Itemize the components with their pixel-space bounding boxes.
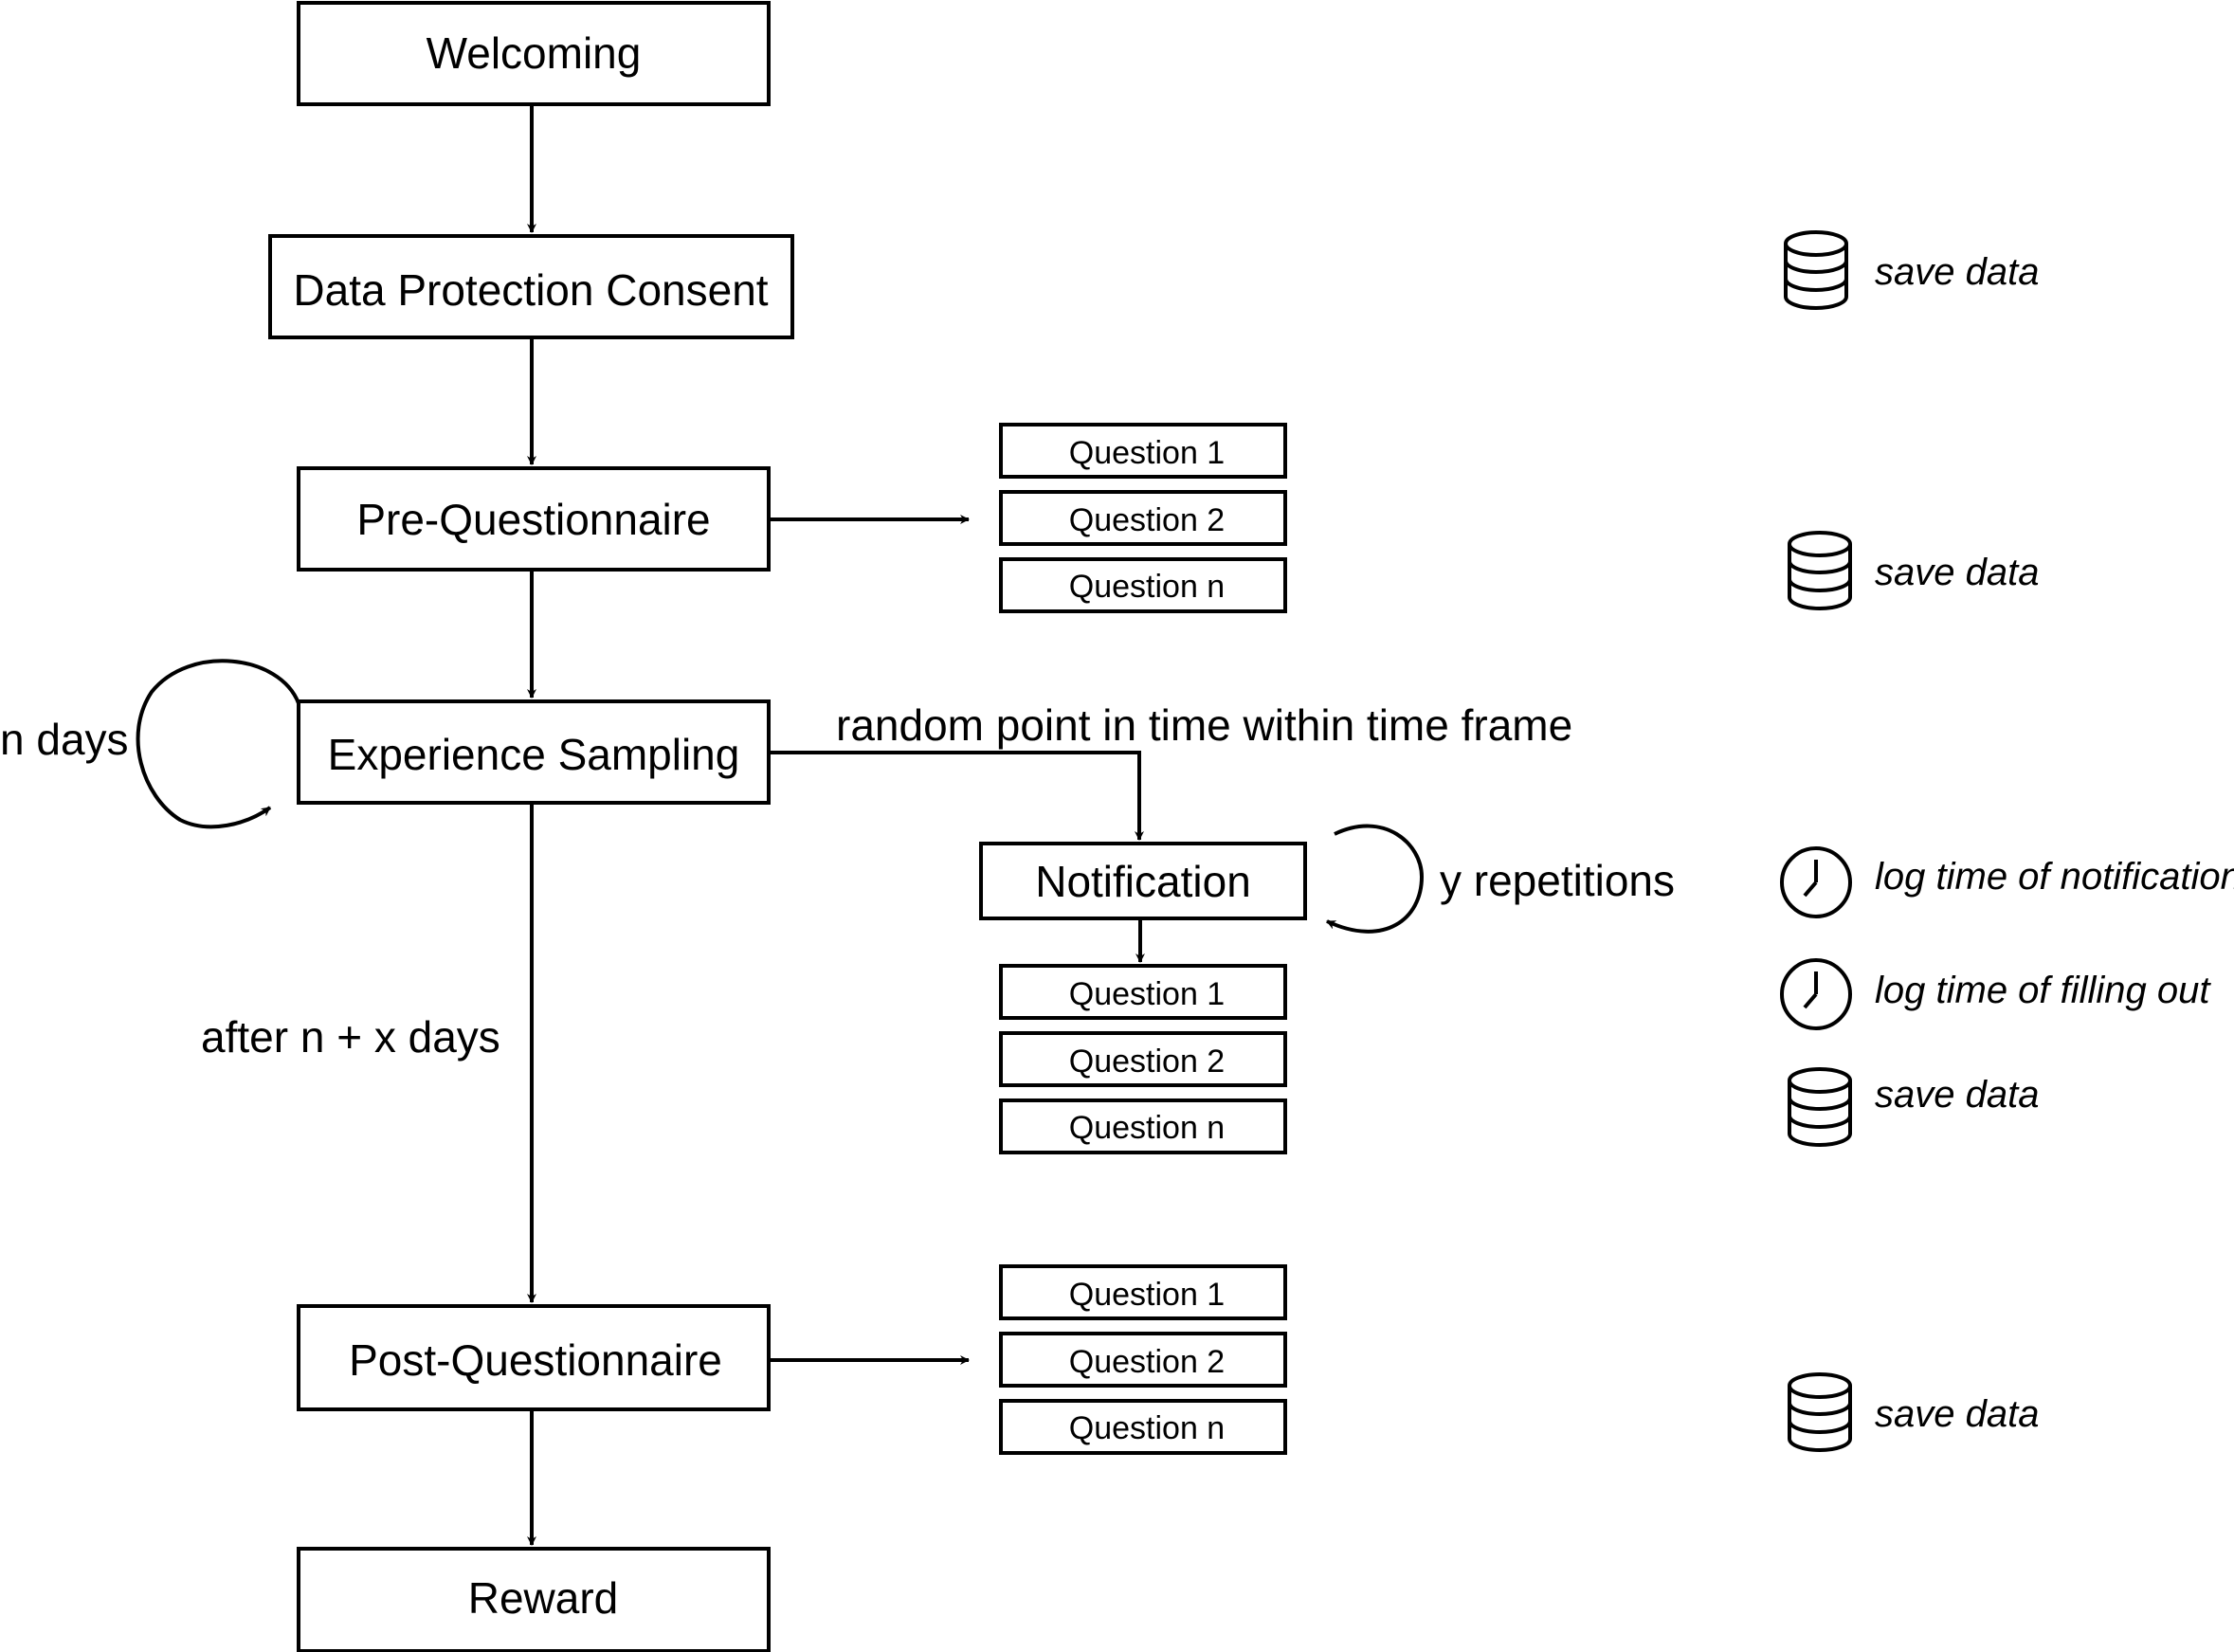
database-icon bbox=[1788, 531, 1852, 610]
annotation-save-data-notification: save data bbox=[1788, 1067, 2039, 1147]
annotation-text: save data bbox=[1875, 1074, 2039, 1116]
clock-icon bbox=[1780, 846, 1852, 918]
label-after-days: after n + x days bbox=[201, 1012, 500, 1062]
question-item: Question 2 bbox=[1069, 1344, 1225, 1380]
step-post-questionnaire: Post-Questionnaire bbox=[297, 1304, 771, 1411]
step-notification-label: Notification bbox=[1035, 857, 1251, 906]
step-reward: Reward bbox=[297, 1547, 771, 1652]
question-item: Question 1 bbox=[1069, 435, 1225, 471]
step-experience-sampling: Experience Sampling bbox=[297, 699, 771, 805]
annotation-text: log time of filling out bbox=[1875, 970, 2211, 1011]
database-icon bbox=[1784, 230, 1848, 310]
clock-icon bbox=[1780, 958, 1852, 1030]
question-group-notification: Question 1 Question 2 Question n bbox=[999, 964, 1287, 1154]
annotation-log-filling: log time of filling out bbox=[1780, 958, 2211, 1030]
label-random-point: random point in time within time frame bbox=[836, 700, 1572, 750]
question-item: Question n bbox=[1069, 1110, 1225, 1146]
question-item: Question 1 bbox=[1069, 1277, 1225, 1313]
step-consent-label: Data Protection Consent bbox=[293, 265, 768, 315]
question-item: Question n bbox=[1069, 1410, 1225, 1446]
annotation-text: save data bbox=[1875, 552, 2039, 593]
step-reward-label: Reward bbox=[468, 1573, 619, 1623]
question-item: Question 2 bbox=[1069, 502, 1225, 538]
question-group-pre: Question 1 Question 2 Question n bbox=[999, 423, 1287, 613]
step-experience-sampling-label: Experience Sampling bbox=[328, 730, 740, 779]
step-post-questionnaire-label: Post-Questionnaire bbox=[349, 1335, 722, 1385]
annotation-text: log time of notification bbox=[1875, 856, 2234, 898]
annotation-text: save data bbox=[1875, 1393, 2039, 1435]
annotation-save-data-consent: save data bbox=[1784, 230, 2039, 310]
step-pre-questionnaire: Pre-Questionnaire bbox=[297, 466, 771, 572]
step-pre-questionnaire-label: Pre-Questionnaire bbox=[356, 495, 710, 544]
label-y-repetitions: y repetitions bbox=[1440, 856, 1675, 905]
loop-arrow-n-days bbox=[136, 659, 300, 829]
step-welcoming-label: Welcoming bbox=[427, 28, 642, 78]
annotation-log-notification: log time of notification bbox=[1780, 846, 2234, 918]
annotation-save-data-pre: save data bbox=[1788, 531, 2039, 610]
question-item: Question n bbox=[1069, 569, 1225, 605]
annotation-text: save data bbox=[1875, 251, 2039, 293]
step-welcoming: Welcoming bbox=[297, 1, 771, 106]
label-n-days: n days bbox=[0, 715, 129, 764]
question-group-post: Question 1 Question 2 Question n bbox=[999, 1264, 1287, 1455]
question-item: Question 1 bbox=[1069, 976, 1225, 1012]
step-consent: Data Protection Consent bbox=[268, 234, 794, 339]
question-item: Question 2 bbox=[1069, 1044, 1225, 1080]
annotation-save-data-post: save data bbox=[1788, 1372, 2039, 1452]
database-icon bbox=[1788, 1372, 1852, 1452]
arrow-sampling-to-notification bbox=[769, 751, 1144, 841]
database-icon bbox=[1788, 1067, 1852, 1147]
loop-arrow-y-repetitions bbox=[1326, 824, 1425, 934]
step-notification: Notification bbox=[979, 842, 1307, 920]
